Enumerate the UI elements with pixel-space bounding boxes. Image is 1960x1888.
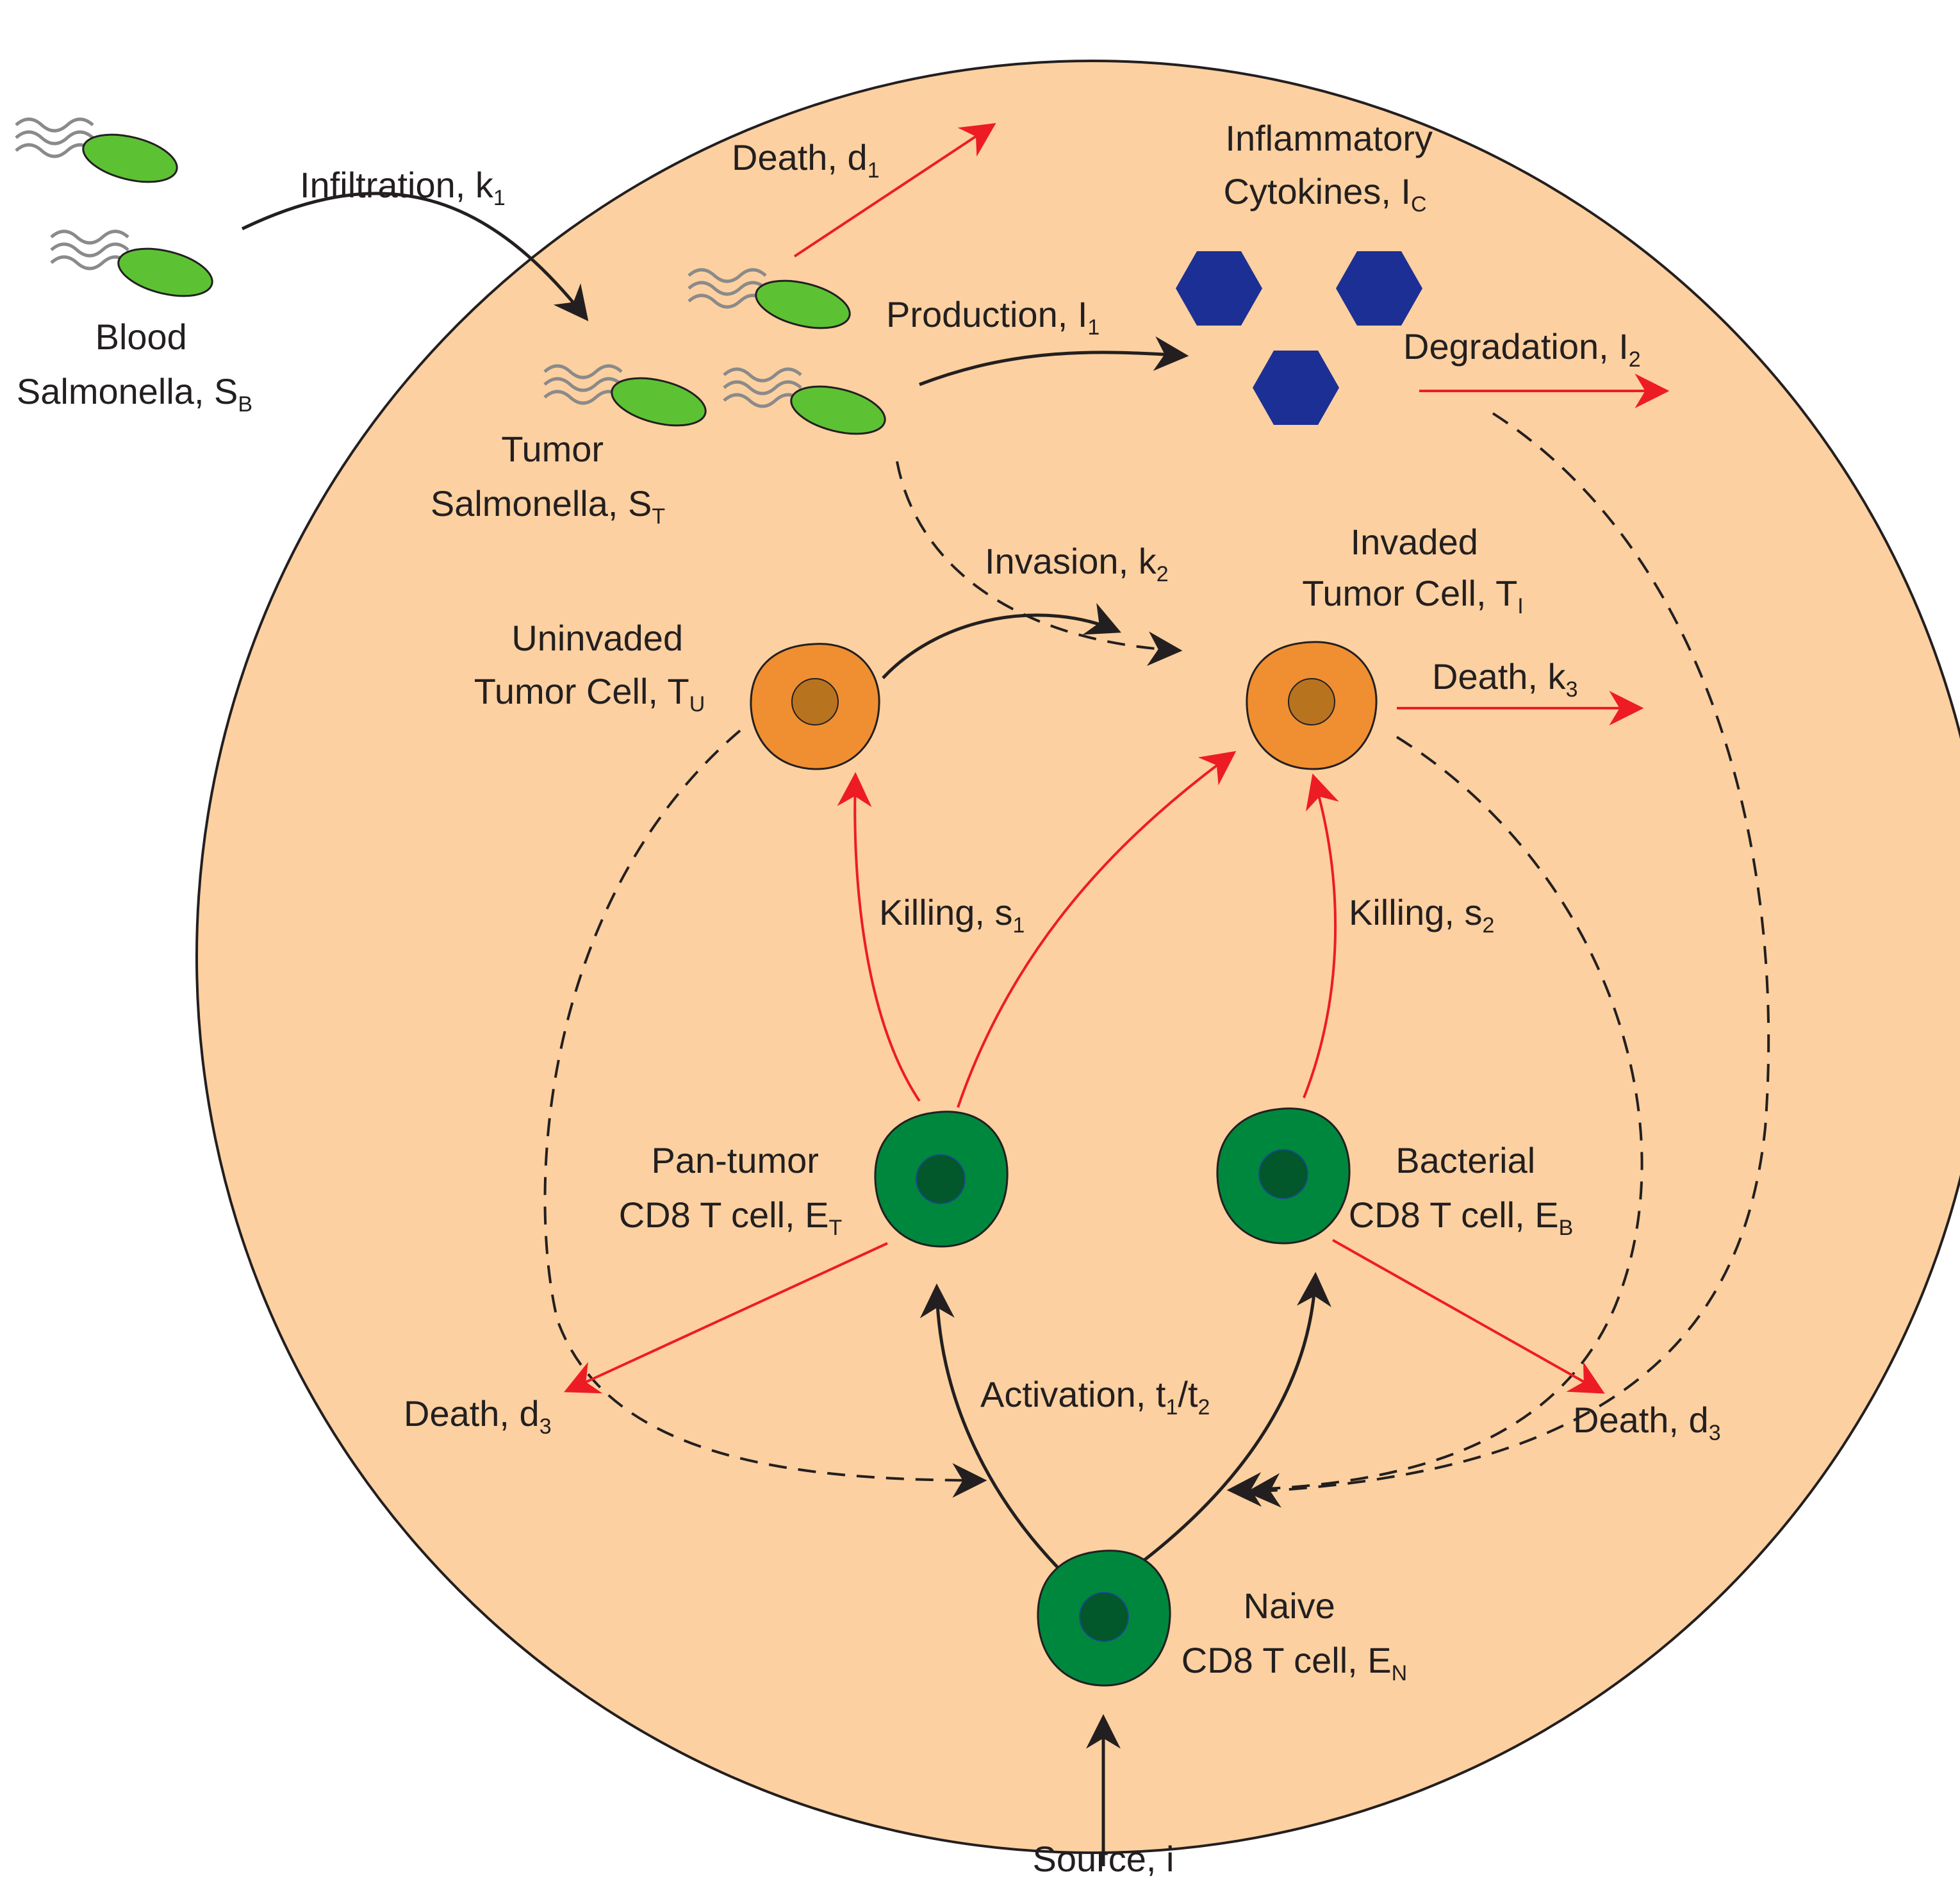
- death-d3-right-label: Death, d3: [1573, 1400, 1721, 1445]
- uninvaded-tumor-cell-icon: [750, 643, 880, 770]
- salmonella-icon: [723, 367, 886, 435]
- bacterial-t-cell-icon: [1216, 1107, 1351, 1245]
- hexagon-icon: [1336, 251, 1422, 326]
- degradation-label: Degradation, I2: [1403, 326, 1641, 372]
- tumor-salmonella-label: Tumor Salmonella, ST: [431, 429, 665, 529]
- death-d3-right-arrow: [1332, 1239, 1605, 1394]
- invaded-tumor-cell-icon: [1246, 641, 1378, 770]
- invaded-to-activation-dashed-arrow: [1226, 736, 1643, 1507]
- pan-tumor-t-cell-icon: [874, 1111, 1009, 1248]
- naive-t-cell-icon: [1037, 1550, 1171, 1687]
- death-d3-left-label: Death, d3: [404, 1393, 552, 1439]
- inflammatory-cytokines-label: Inflammatory Cytokines, IC: [1223, 118, 1442, 217]
- killing-s1-label: Killing, s1: [879, 892, 1025, 938]
- death-d1-arrow: [793, 123, 996, 258]
- killing-s2-label: Killing, s2: [1349, 892, 1494, 938]
- cytokines-to-activation-dashed-arrow: [1246, 412, 1770, 1508]
- source-label: Source, i: [1033, 1839, 1174, 1879]
- production-label: Production, I1: [886, 294, 1099, 340]
- salmonella-icon: [50, 229, 213, 297]
- cytokines-icon: [1176, 251, 1422, 425]
- death-d3-left-arrow: [564, 1242, 888, 1394]
- bacterial-t-cell-label: Bacterial CD8 T cell, EB: [1349, 1140, 1574, 1240]
- invasion-label: Invasion, k2: [985, 541, 1169, 586]
- invasion-solid-arrow: [882, 602, 1121, 679]
- salmonella-icon: [15, 117, 178, 183]
- killing-s2-arrow: [1303, 773, 1339, 1098]
- death-k3-label: Death, k3: [1432, 656, 1577, 702]
- activation-bacterial-arrow: [1142, 1271, 1331, 1562]
- killing-s1-uninvaded-arrow: [837, 772, 921, 1102]
- blood-salmonella-label: Blood Salmonella, SB: [17, 317, 252, 417]
- pan-tumor-t-cell-label: Pan-tumor CD8 T cell, ET: [619, 1140, 843, 1240]
- infiltration-label: Infiltration, k1: [300, 165, 506, 210]
- activation-pan-tumor-arrow: [919, 1283, 1058, 1568]
- killing-s1-invaded-arrow: [957, 750, 1237, 1108]
- production-arrow: [919, 336, 1189, 386]
- infiltration-arrow: [241, 192, 589, 322]
- tumor-salmonella-icon: [543, 268, 886, 435]
- salmonella-icon: [543, 364, 707, 427]
- invasion-dashed-arrow: [896, 461, 1183, 667]
- activation-label: Activation, t1/t2: [980, 1374, 1210, 1420]
- death-d1-label: Death, d1: [732, 137, 880, 183]
- salmonella-icon: [688, 268, 851, 329]
- tumor-compartment: [195, 60, 1960, 1854]
- hexagon-icon: [1176, 251, 1262, 326]
- naive-t-cell-label: Naive CD8 T cell, EN: [1182, 1586, 1407, 1685]
- uninvaded-to-activation-dashed-arrow: [543, 729, 987, 1498]
- blood-salmonella-icon: [15, 117, 213, 297]
- uninvaded-tumor-cell-label: Uninvaded Tumor Cell, TU: [474, 618, 705, 716]
- invaded-tumor-cell-label: Invaded Tumor Cell, TI: [1302, 522, 1524, 618]
- hexagon-icon: [1253, 351, 1339, 425]
